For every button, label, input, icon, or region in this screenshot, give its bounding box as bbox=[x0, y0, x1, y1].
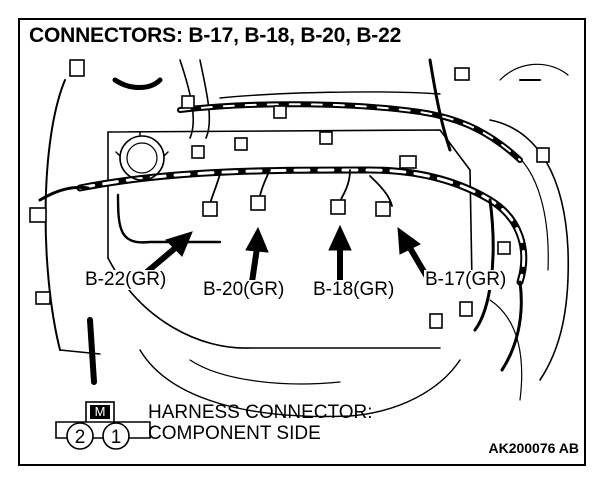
figure-code: AK200076 AB bbox=[488, 440, 579, 456]
connector-callout-b-22: B-22(GR) bbox=[84, 269, 168, 290]
legend-line-1: HARNESS CONNECTOR: bbox=[148, 402, 373, 423]
pin-1-circle bbox=[102, 422, 130, 450]
pin-1-label: 1 bbox=[111, 427, 122, 448]
connector-callout-b-17: B-17(GR) bbox=[424, 269, 508, 290]
diagram-title: CONNECTORS: B-17, B-18, B-20, B-22 bbox=[26, 24, 405, 48]
harness-connector-symbol: M 2 1 bbox=[55, 401, 151, 450]
pin-2-circle bbox=[66, 422, 94, 450]
symbol-letter: M bbox=[95, 404, 106, 419]
engine-harness-drawing: M 2 1 bbox=[29, 58, 570, 450]
connector-callout-b-20: B-20(GR) bbox=[202, 279, 286, 300]
legend-line-2: COMPONENT SIDE bbox=[148, 423, 321, 445]
diagram-frame: M 2 1 CONNECTORS: B-17, B-18, B-20, B-22… bbox=[18, 18, 586, 466]
connector-callout-b-18: B-18(GR) bbox=[312, 279, 396, 300]
legend-text: HARNESS CONNECTOR: COMPONENT SIDE bbox=[148, 402, 373, 445]
pin-2-label: 2 bbox=[75, 427, 86, 448]
